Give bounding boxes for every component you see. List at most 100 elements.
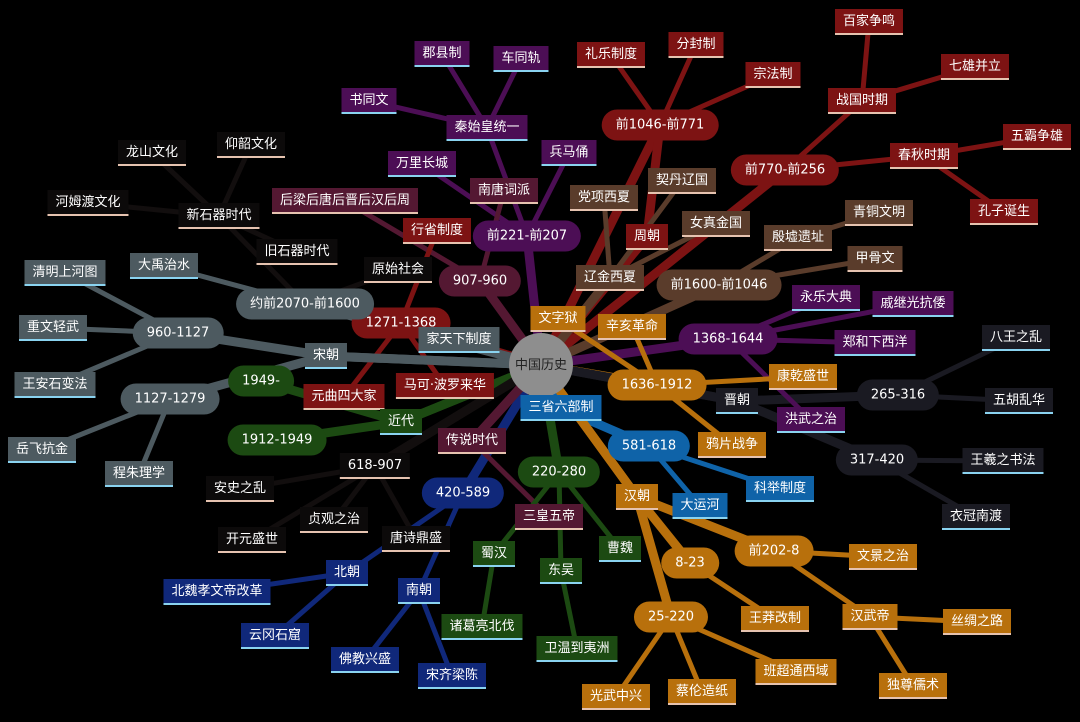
- leaf-node-cl[interactable]: 蔡伦造纸: [667, 679, 737, 705]
- hub-node-h25[interactable]: 25-220: [633, 601, 709, 633]
- leaf-node-hwd[interactable]: 汉武帝: [842, 604, 898, 630]
- leaf-node-ysdj[interactable]: 元曲四大家: [303, 384, 385, 410]
- leaf-node-xsqsd[interactable]: 新石器时代: [178, 203, 260, 229]
- leaf-node-bjzm[interactable]: 百家争鸣: [834, 9, 904, 35]
- leaf-node-yfkj[interactable]: 岳飞抗金: [7, 437, 77, 463]
- hub-node-h907[interactable]: 907-960: [438, 265, 522, 297]
- leaf-node-bwxwdg[interactable]: 北魏孝文帝改革: [163, 579, 271, 605]
- leaf-node-gzzz[interactable]: 贞观之治: [299, 507, 369, 533]
- hub-node-h202[interactable]: 前202-8: [734, 535, 814, 567]
- leaf-node-kyss[interactable]: 开元盛世: [217, 527, 287, 553]
- leaf-node-hlsq[interactable]: 旧石器时代: [256, 239, 338, 265]
- leaf-node-jindai[interactable]: 近代: [379, 409, 423, 435]
- leaf-node-ctg[interactable]: 车同轨: [493, 46, 549, 72]
- leaf-node-dyh[interactable]: 大运河: [672, 493, 728, 519]
- leaf-node-dongwu[interactable]: 东吴: [539, 558, 583, 584]
- leaf-node-ygnd[interactable]: 衣冠南渡: [941, 504, 1011, 530]
- leaf-node-xhgm[interactable]: 辛亥革命: [597, 314, 667, 340]
- hub-node-h317[interactable]: 317-420: [835, 444, 919, 476]
- hub-node-h1636[interactable]: 1636-1912: [607, 369, 707, 401]
- leaf-node-sfwd[interactable]: 三皇五帝: [514, 504, 584, 530]
- leaf-node-qdlg[interactable]: 契丹辽国: [647, 168, 717, 194]
- hub-node-h1949[interactable]: 1949-: [228, 365, 294, 397]
- leaf-node-nanchao[interactable]: 南朝: [397, 578, 441, 604]
- leaf-node-tsds[interactable]: 唐诗鼎盛: [381, 526, 451, 552]
- leaf-node-zhou[interactable]: 周朝: [625, 224, 669, 250]
- leaf-node-qjgkw[interactable]: 戚继光抗倭: [872, 291, 954, 317]
- leaf-node-cqsq[interactable]: 春秋时期: [889, 143, 959, 169]
- leaf-node-wxzsf[interactable]: 王羲之书法: [962, 448, 1044, 474]
- leaf-node-ypzz[interactable]: 鸦片战争: [697, 432, 767, 458]
- leaf-node-slbz[interactable]: 三省六部制: [520, 395, 602, 421]
- leaf-node-qxbl[interactable]: 七雄并立: [940, 54, 1010, 80]
- leaf-node-beichao[interactable]: 北朝: [325, 560, 369, 586]
- hub-node-h8[interactable]: 8-23: [661, 547, 719, 579]
- hub-node-h1368[interactable]: 1368-1644: [678, 323, 778, 355]
- leaf-node-wbzx[interactable]: 五霸争雄: [1002, 124, 1072, 150]
- leaf-node-nzjg[interactable]: 女真金国: [681, 211, 751, 237]
- leaf-node-zfz[interactable]: 宗法制: [745, 62, 801, 88]
- leaf-node-wzy[interactable]: 文字狱: [530, 306, 586, 332]
- hub-node-h1600[interactable]: 前1600-前1046: [656, 269, 782, 301]
- leaf-node-hlhthj[interactable]: 后梁后唐后晋后汉后周: [271, 188, 419, 214]
- leaf-node-sczl[interactable]: 丝绸之路: [942, 609, 1012, 635]
- hub-node-h960[interactable]: 960-1127: [132, 317, 224, 349]
- leaf-node-qshty[interactable]: 秦始皇统一: [446, 115, 528, 141]
- leaf-node-yswh[interactable]: 仰韶文化: [216, 132, 286, 158]
- leaf-node-jgw[interactable]: 甲骨文: [847, 246, 903, 272]
- hub-node-h1127[interactable]: 1127-1279: [120, 383, 220, 415]
- leaf-node-zgsq[interactable]: 战国时期: [827, 88, 897, 114]
- leaf-node-mkblh[interactable]: 马可·波罗来华: [395, 373, 495, 399]
- leaf-node-yssh[interactable]: 原始社会: [363, 257, 433, 283]
- hub-node-h1912[interactable]: 1912-1949: [227, 424, 327, 456]
- leaf-node-song[interactable]: 宋朝: [304, 343, 348, 369]
- leaf-node-stw[interactable]: 书同文: [341, 88, 397, 114]
- leaf-node-gwzx[interactable]: 光武中兴: [581, 684, 651, 710]
- hub-node-h1046[interactable]: 前1046-前771: [601, 109, 719, 141]
- leaf-node-dzrs[interactable]: 独尊儒术: [878, 673, 948, 699]
- leaf-node-ffz[interactable]: 分封制: [668, 32, 724, 58]
- leaf-node-wmgz[interactable]: 王莽改制: [740, 606, 810, 632]
- hub-node-h581[interactable]: 581-618: [607, 430, 691, 462]
- leaf-node-shuhan[interactable]: 蜀汉: [472, 541, 516, 567]
- hub-node-h770[interactable]: 前770-前256: [730, 154, 840, 186]
- leaf-node-caowei[interactable]: 曹魏: [598, 536, 642, 562]
- leaf-node-dxxx[interactable]: 党项西夏: [569, 185, 639, 211]
- leaf-node-qtwm[interactable]: 青铜文明: [844, 200, 914, 226]
- leaf-node-qmsht[interactable]: 清明上河图: [24, 260, 106, 286]
- leaf-node-lyzd[interactable]: 礼乐制度: [576, 42, 646, 68]
- leaf-node-zhxxy[interactable]: 郑和下西洋: [834, 330, 916, 356]
- leaf-node-wjzz[interactable]: 文景之治: [848, 544, 918, 570]
- root-node[interactable]: 中国历史: [509, 333, 573, 397]
- leaf-node-hwzz[interactable]: 洪武之治: [776, 407, 846, 433]
- leaf-node-kjzd[interactable]: 科举制度: [745, 476, 815, 502]
- leaf-node-kqss[interactable]: 康乾盛世: [768, 364, 838, 390]
- hub-node-h220[interactable]: 220-280: [517, 456, 601, 488]
- leaf-node-wlcc[interactable]: 万里长城: [387, 151, 457, 177]
- leaf-node-wasbf[interactable]: 王安石变法: [14, 372, 96, 398]
- leaf-node-yldd[interactable]: 永乐大典: [791, 285, 861, 311]
- hub-node-h221[interactable]: 前221-前207: [472, 220, 582, 252]
- leaf-node-ljxx[interactable]: 辽金西夏: [575, 265, 645, 291]
- leaf-node-dyzs[interactable]: 大禹治水: [129, 253, 199, 279]
- leaf-node-cssbz[interactable]: 传说时代: [437, 428, 507, 454]
- leaf-node-jtxzd[interactable]: 家天下制度: [418, 327, 500, 353]
- leaf-node-zgbf[interactable]: 诸葛亮北伐: [441, 614, 523, 640]
- leaf-node-czlx[interactable]: 程朱理学: [104, 461, 174, 487]
- leaf-node-lswh[interactable]: 龙山文化: [117, 140, 187, 166]
- hub-node-h420[interactable]: 420-589: [421, 477, 505, 509]
- leaf-node-bmy[interactable]: 兵马俑: [541, 140, 597, 166]
- leaf-node-zwqw[interactable]: 重文轻武: [18, 315, 88, 341]
- leaf-node-hanchao[interactable]: 汉朝: [615, 484, 659, 510]
- leaf-node-h618[interactable]: 618-907: [339, 453, 411, 479]
- leaf-node-ygsk[interactable]: 云冈石窟: [240, 623, 310, 649]
- leaf-node-xszd[interactable]: 行省制度: [402, 218, 472, 244]
- hub-node-h265[interactable]: 265-316: [856, 379, 940, 411]
- leaf-node-kzds[interactable]: 孔子诞生: [969, 199, 1039, 225]
- leaf-node-ndcp[interactable]: 南唐词派: [469, 178, 539, 204]
- leaf-node-fjxs[interactable]: 佛教兴盛: [330, 647, 400, 673]
- hub-node-h2070[interactable]: 约前2070-前1600: [236, 288, 374, 320]
- leaf-node-jxz[interactable]: 郡县制: [414, 41, 470, 67]
- leaf-node-aszl[interactable]: 安史之乱: [205, 476, 275, 502]
- leaf-node-yxyz[interactable]: 殷墟遗址: [763, 225, 833, 251]
